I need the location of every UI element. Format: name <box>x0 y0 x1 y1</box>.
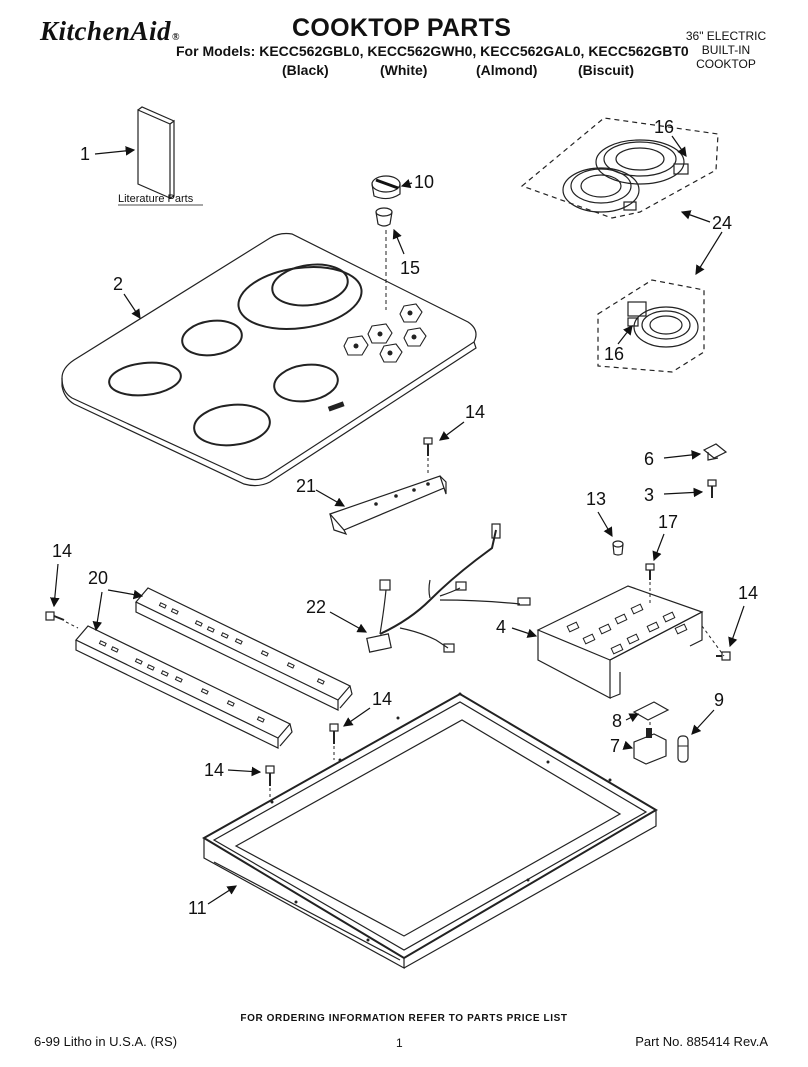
callout-17: 17 <box>658 512 678 532</box>
brand-mark: ® <box>172 32 181 43</box>
callout-6: 6 <box>644 449 654 469</box>
callout-20: 20 <box>88 568 108 588</box>
callout-14-top: 14 <box>465 402 485 422</box>
screw-14-left <box>45 611 79 629</box>
page-title: COOKTOP PARTS <box>292 14 512 42</box>
screw-14-right <box>716 651 731 661</box>
control-box-4 <box>536 585 725 699</box>
product-type: 36" ELECTRIC BUILT-IN COOKTOP <box>676 29 776 71</box>
switch-7 <box>633 728 667 765</box>
brand-logo: KitchenAid® <box>40 16 180 47</box>
callout-9: 9 <box>714 690 724 710</box>
product-type-line-2: BUILT-IN <box>701 43 751 57</box>
screw-14-tray-right <box>329 723 339 760</box>
page-number: 1 <box>396 1036 403 1050</box>
part-13 <box>612 540 624 556</box>
screw-3 <box>707 479 717 498</box>
color-black: (Black) <box>282 62 329 78</box>
ordering-note: FOR ORDERING INFORMATION REFER TO PARTS … <box>240 1013 568 1024</box>
color-almond: (Almond) <box>476 62 538 78</box>
support-bracket-20-lower <box>75 625 293 749</box>
product-type-line-1: 36" ELECTRIC <box>685 29 767 43</box>
callout-7: 7 <box>610 736 620 756</box>
callout-13: 13 <box>586 489 606 509</box>
callout-15: 15 <box>400 258 420 278</box>
callout-8: 8 <box>612 711 622 731</box>
cooktop-tray-11 <box>202 692 658 970</box>
single-radiant-element <box>597 279 705 373</box>
literature-booklet <box>137 106 175 199</box>
callout-14-tray-left: 14 <box>204 760 224 780</box>
callout-14-right: 14 <box>738 583 758 603</box>
part-number: Part No. 885414 Rev.A <box>635 1034 768 1049</box>
callout-1: 1 <box>80 144 90 164</box>
color-white: (White) <box>380 62 428 78</box>
callout-21: 21 <box>296 476 316 496</box>
callout-16-top: 16 <box>654 117 674 137</box>
callout-2: 2 <box>113 274 123 294</box>
callout-4: 4 <box>496 617 506 637</box>
wire-harness-22 <box>366 523 531 653</box>
brand-name: KitchenAid <box>40 16 172 46</box>
color-biscuit: (Biscuit) <box>578 62 634 78</box>
callout-14-tray-right: 14 <box>372 689 392 709</box>
callout-14-left: 14 <box>52 541 72 561</box>
knob-adapter <box>375 207 393 310</box>
product-type-line-3: COOKTOP <box>696 57 756 71</box>
screw-17 <box>645 563 655 604</box>
screw-14-top <box>423 437 433 476</box>
support-bracket-20-upper <box>135 587 353 711</box>
screw-14-tray-left <box>265 765 275 800</box>
dual-radiant-element <box>520 117 719 219</box>
callout-24: 24 <box>712 213 732 233</box>
callout-3: 3 <box>644 485 654 505</box>
callout-11: 11 <box>188 898 207 918</box>
literature-parts-label: Literature Parts <box>118 193 194 205</box>
callout-16-bottom: 16 <box>604 344 624 364</box>
model-list: For Models: KECC562GBL0, KECC562GWH0, KE… <box>176 43 689 59</box>
bracket-21 <box>328 475 447 536</box>
callout-10: 10 <box>414 172 434 192</box>
glass-cooktop <box>61 232 477 487</box>
clip-6 <box>702 443 728 461</box>
callout-22: 22 <box>306 597 326 617</box>
part-9 <box>677 735 689 763</box>
litho-info: 6-99 Litho in U.S.A. (RS) <box>34 1034 178 1049</box>
control-knob <box>371 175 401 200</box>
